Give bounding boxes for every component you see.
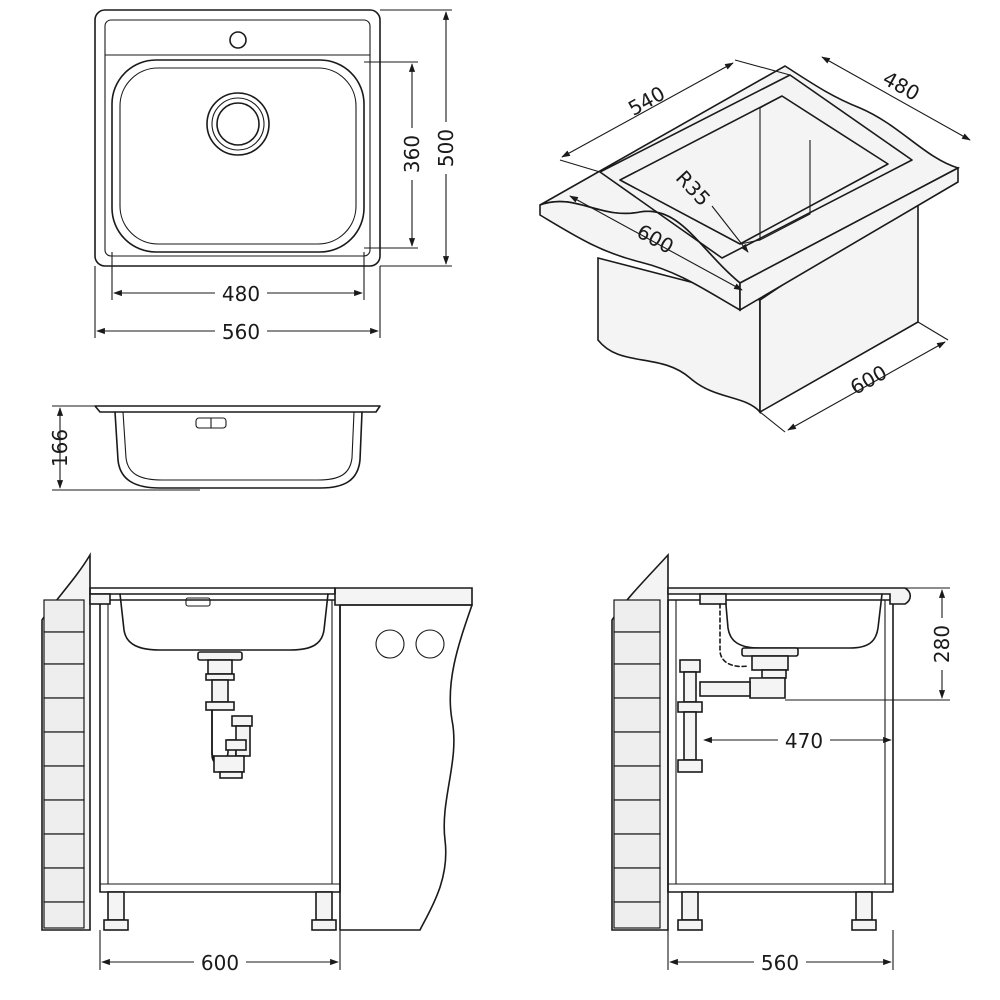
socket-left xyxy=(375,629,405,659)
front-sink-flange xyxy=(89,587,336,595)
side-view: 166 xyxy=(48,405,381,491)
dim-label-drain-offset: 470 xyxy=(785,729,823,753)
sink-outline xyxy=(94,9,381,267)
front-countertop xyxy=(334,587,473,606)
sink-rim-inner xyxy=(104,19,371,257)
iso-bowl-inner-wall xyxy=(759,108,811,241)
dim-line-480 xyxy=(821,56,971,141)
dim-label-height: 166 xyxy=(48,429,72,467)
front-siphon xyxy=(197,651,253,779)
front-sink-bowl xyxy=(119,593,329,651)
bowl-inner xyxy=(119,67,357,245)
dim-label-drain-height: 280 xyxy=(930,625,954,663)
dim-line-600-front xyxy=(569,195,743,291)
side-install-view: 280 470 560 xyxy=(611,552,954,975)
side-leg-left xyxy=(681,891,699,921)
side-leg-right xyxy=(855,891,873,921)
front-leg-right xyxy=(315,891,333,921)
drain-middle xyxy=(211,97,265,151)
dim-label-cabinet-depth: 560 xyxy=(761,951,799,975)
top-view: 480 560 360 500 xyxy=(94,9,458,344)
front-wall-cut xyxy=(339,604,473,931)
side-cabinet xyxy=(667,599,894,893)
drain-outer xyxy=(206,92,270,156)
bowl-outer xyxy=(111,59,365,253)
countertop-side-edge xyxy=(739,166,959,312)
drain-inner xyxy=(216,102,260,146)
dim-line-540 xyxy=(561,62,734,158)
dim-label-540: 540 xyxy=(624,81,669,121)
side-sink-flange xyxy=(667,587,912,605)
dim-label-total-depth: 500 xyxy=(434,129,458,167)
dim-label-total-width: 560 xyxy=(222,320,260,344)
front-leg-left xyxy=(107,891,125,921)
side-sink-bowl xyxy=(724,593,883,649)
tap-hole xyxy=(229,31,247,49)
bricks-left xyxy=(43,599,85,929)
side-view-flange xyxy=(94,405,381,413)
dim-label-480: 480 xyxy=(879,66,924,106)
side-view-bowl xyxy=(114,411,363,489)
dim-label-cabinet-width: 600 xyxy=(201,951,239,975)
iso-view: 540 480 R35 600 600 xyxy=(539,56,971,433)
front-cabinet xyxy=(99,599,341,893)
socket-right xyxy=(415,629,445,659)
side-siphon xyxy=(677,603,799,773)
front-install-view: 600 xyxy=(41,552,473,975)
dim-line-600-side xyxy=(787,341,946,431)
dim-label-bowl-depth: 360 xyxy=(400,135,424,173)
dim-label-bowl-width: 480 xyxy=(222,282,260,306)
bricks-right xyxy=(613,599,661,929)
